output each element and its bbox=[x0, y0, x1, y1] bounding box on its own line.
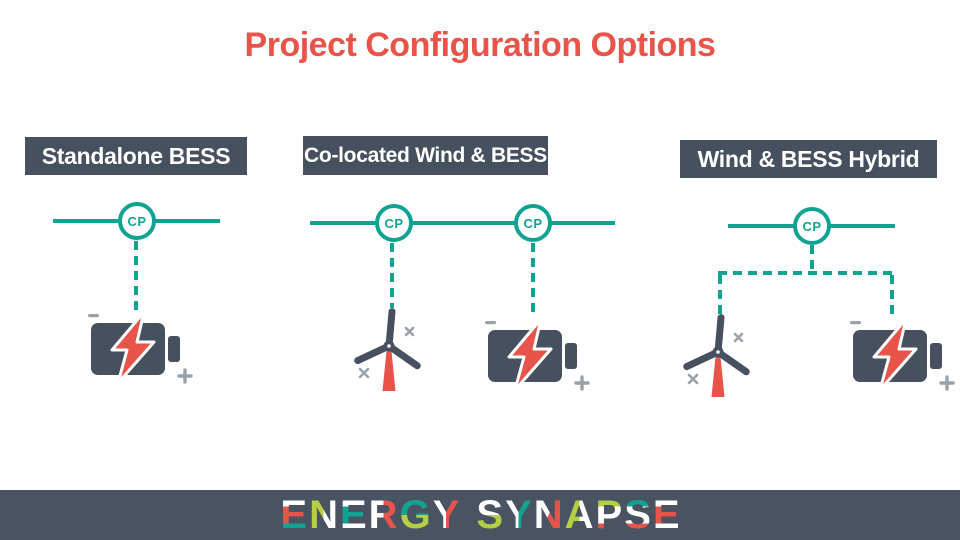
plus-sign bbox=[939, 375, 955, 391]
turbine-tower bbox=[382, 351, 396, 391]
minus-sign bbox=[88, 314, 99, 318]
wind-turbine-icon bbox=[683, 314, 750, 397]
logo-letter: N bbox=[533, 490, 564, 540]
connection-dashed-line bbox=[390, 243, 394, 308]
logo-letter: E bbox=[339, 490, 368, 540]
logo-letter: N bbox=[308, 490, 339, 540]
cp-label: CP bbox=[384, 215, 404, 231]
turbine-blades bbox=[683, 314, 750, 376]
wind-turbine-icon bbox=[354, 308, 421, 391]
battery-icon bbox=[485, 317, 590, 392]
battery-terminal bbox=[168, 336, 180, 362]
logo-letter: E bbox=[279, 490, 308, 540]
minus-sign bbox=[850, 321, 861, 325]
turbine-blades bbox=[354, 308, 421, 370]
battery-icon bbox=[850, 317, 955, 392]
label-text: Co-located Wind & BESS bbox=[304, 143, 547, 167]
x-mark bbox=[687, 373, 699, 385]
logo-letter: A bbox=[564, 490, 595, 540]
cp-label: CP bbox=[127, 213, 147, 229]
connection-dashed-line bbox=[810, 245, 814, 271]
cp-label: CP bbox=[523, 215, 543, 231]
battery-terminal bbox=[565, 343, 577, 369]
logo-letter: S bbox=[475, 490, 504, 540]
label-text: Standalone BESS bbox=[41, 142, 231, 169]
cp-label: CP bbox=[802, 218, 822, 234]
plus-sign bbox=[177, 368, 193, 384]
logo-letter: Y bbox=[432, 490, 461, 540]
logo-letter: R bbox=[368, 490, 399, 540]
connection-dashed-line bbox=[531, 243, 535, 317]
x-mark bbox=[358, 367, 370, 379]
x-mark bbox=[404, 326, 415, 337]
label-standalone-bess: Standalone BESS bbox=[25, 137, 247, 175]
label-colocated-wind-bess: Co-located Wind & BESS bbox=[303, 136, 548, 175]
connection-dashed-line bbox=[890, 275, 894, 319]
turbine-tower bbox=[711, 357, 725, 397]
lightning-bolt-icon bbox=[872, 317, 918, 392]
label-wind-bess-hybrid: Wind & BESS Hybrid bbox=[680, 140, 937, 178]
connection-dashed-line bbox=[718, 275, 722, 320]
label-text: Wind & BESS Hybrid bbox=[697, 145, 920, 172]
grid-line bbox=[310, 221, 615, 225]
cp-node: CP bbox=[793, 207, 831, 245]
cp-node: CP bbox=[514, 204, 552, 242]
logo-letter: S bbox=[623, 490, 652, 540]
battery-terminal bbox=[930, 343, 942, 369]
lightning-bolt-icon bbox=[110, 310, 156, 385]
cp-node: CP bbox=[375, 204, 413, 242]
logo-letter: Y bbox=[504, 490, 533, 540]
x-mark bbox=[733, 332, 744, 343]
logo-letter: E bbox=[652, 490, 681, 540]
lightning-bolt-icon bbox=[507, 317, 553, 392]
connection-dashed-line bbox=[718, 271, 894, 275]
minus-sign bbox=[485, 321, 496, 325]
page-title: Project Configuration Options bbox=[244, 26, 716, 64]
plus-sign bbox=[574, 375, 590, 391]
logo-letter: P bbox=[595, 490, 624, 540]
logo-letter: G bbox=[399, 490, 432, 540]
cp-node: CP bbox=[118, 202, 156, 240]
connection-dashed-line bbox=[134, 241, 138, 311]
battery-icon bbox=[88, 310, 193, 385]
